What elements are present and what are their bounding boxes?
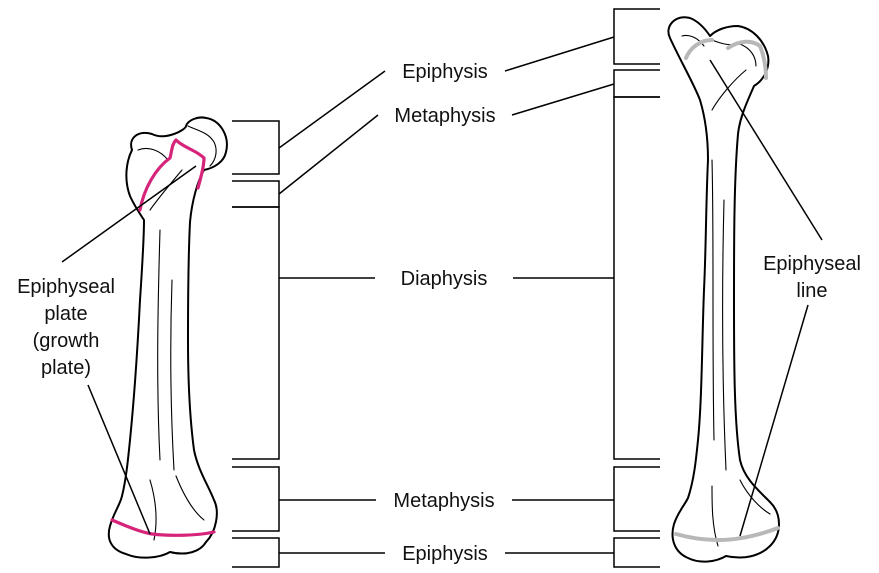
label-epiphyseal-line-line-2: line <box>796 280 827 302</box>
right-bracket-diaphysis <box>614 97 660 459</box>
left-bone-outline <box>109 117 227 557</box>
label-diaphysis: Diaphysis <box>401 268 488 290</box>
right-brackets <box>614 9 660 567</box>
label-epiphyseal-plate: Epiphyseal plate (growth plate) <box>17 276 115 379</box>
left-bracket-epiphysis-top <box>232 121 279 174</box>
left-bracket-metaphysis-bottom <box>232 467 279 531</box>
leader-epiphysis-top-left <box>279 71 385 148</box>
label-metaphysis-top: Metaphysis <box>394 105 495 127</box>
label-epiphysis-top: Epiphysis <box>402 61 488 83</box>
label-metaphysis-bottom: Metaphysis <box>393 490 494 512</box>
label-epiphyseal-plate-line-3: (growth <box>33 330 100 352</box>
right-bracket-epiphysis-top <box>614 9 660 64</box>
right-bone-adult <box>668 17 779 561</box>
right-bone-outline <box>668 17 779 561</box>
left-bone-juvenile <box>109 117 227 557</box>
right-bracket-metaphysis-bottom <box>614 467 660 531</box>
right-bracket-metaphysis-top <box>614 70 660 97</box>
left-bracket-metaphysis-top <box>232 181 279 207</box>
label-epiphyseal-plate-line-4: plate) <box>41 357 91 379</box>
leader-metaphysis-top-left <box>279 115 378 194</box>
left-bracket-epiphysis-bottom <box>232 538 279 567</box>
label-epiphyseal-plate-line-1: Epiphyseal <box>17 276 115 298</box>
right-bracket-epiphysis-bottom <box>614 538 660 567</box>
label-epiphyseal-line: Epiphyseal line <box>763 253 861 302</box>
leader-epiphysis-top-right <box>505 37 614 71</box>
label-epiphyseal-plate-line-2: plate <box>44 303 87 325</box>
left-bracket-diaphysis <box>232 207 279 459</box>
left-brackets <box>232 121 279 567</box>
label-epiphysis-bottom: Epiphysis <box>402 543 488 565</box>
pointer-epiphyseal-line-lower <box>740 305 808 536</box>
leader-metaphysis-top-right <box>512 84 614 115</box>
label-epiphyseal-line-line-1: Epiphyseal <box>763 253 861 275</box>
